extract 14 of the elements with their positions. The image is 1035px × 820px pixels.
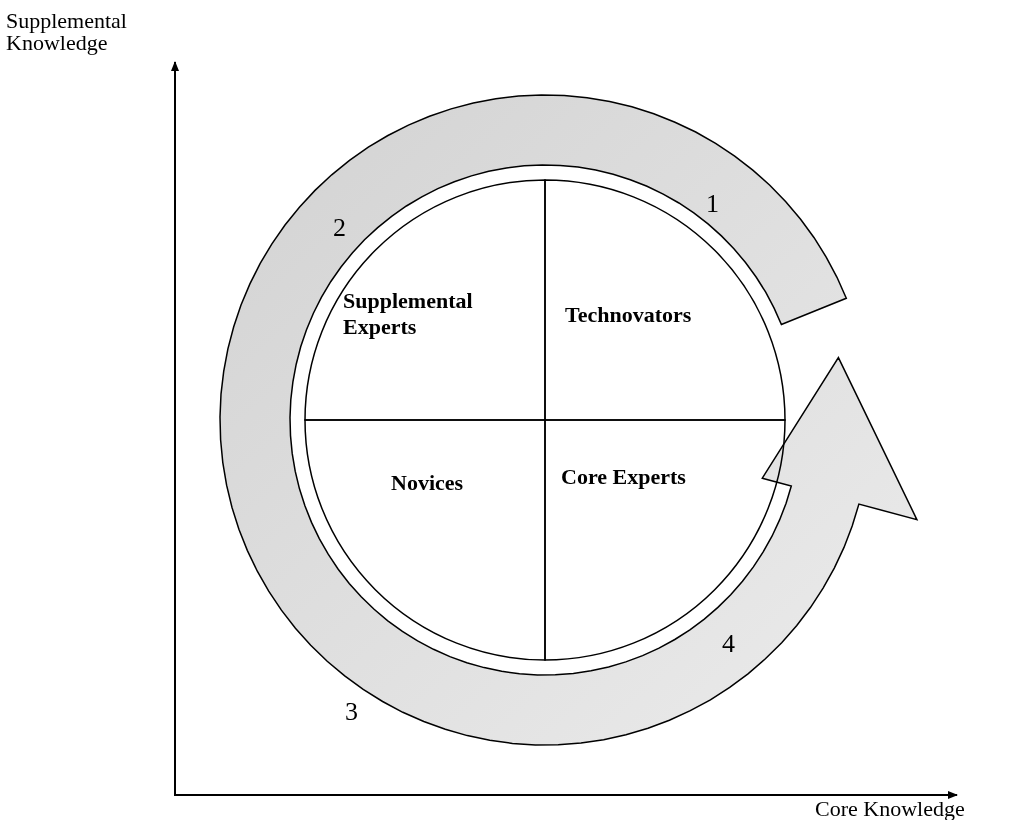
quadrant-label: Novices xyxy=(391,470,465,496)
quadrant-sector xyxy=(305,420,545,660)
quadrant-label: Technovators xyxy=(565,302,693,328)
step-number: 3 xyxy=(345,698,358,726)
step-number: 1 xyxy=(706,190,719,218)
quadrant-sector xyxy=(305,180,545,420)
quadrant-label: Core Experts xyxy=(561,464,687,490)
axis-label: Supplemental Knowledge xyxy=(6,10,128,54)
quadrant-sector xyxy=(545,420,785,660)
quadrant-sector xyxy=(545,180,785,420)
axis-label: Core Knowledge xyxy=(815,798,966,820)
step-number: 4 xyxy=(722,630,735,658)
quadrant-label: Supplemental Experts xyxy=(343,288,474,340)
step-number: 2 xyxy=(333,214,346,242)
